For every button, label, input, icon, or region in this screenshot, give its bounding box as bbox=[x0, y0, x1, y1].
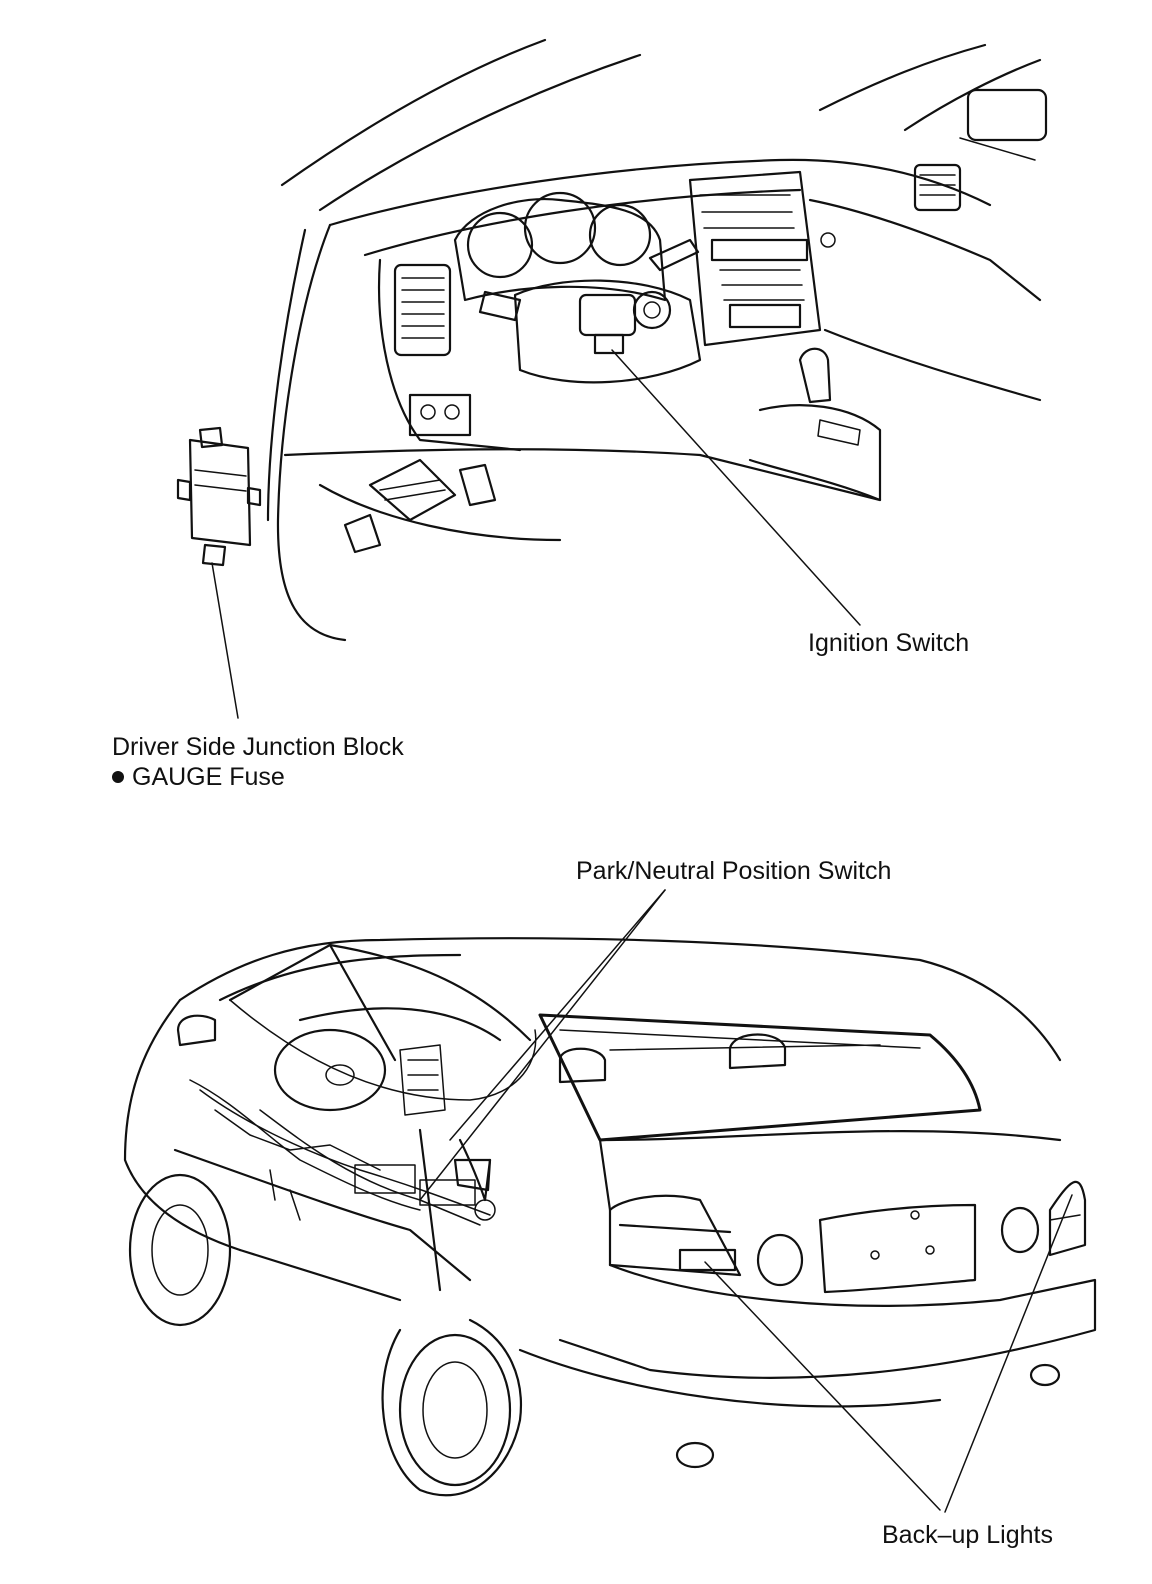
ignition-switch-label: Ignition Switch bbox=[808, 629, 970, 657]
driver-side-junction-block-label: Driver Side Junction Block bbox=[112, 733, 404, 761]
gauge-fuse-item: GAUGE Fuse bbox=[112, 762, 285, 792]
bullet-icon bbox=[112, 771, 124, 783]
park-neutral-switch-label: Park/Neutral Position Switch bbox=[576, 857, 892, 885]
gauge-fuse-label: GAUGE Fuse bbox=[132, 763, 285, 791]
backup-lights-label: Back–up Lights bbox=[882, 1521, 1053, 1549]
